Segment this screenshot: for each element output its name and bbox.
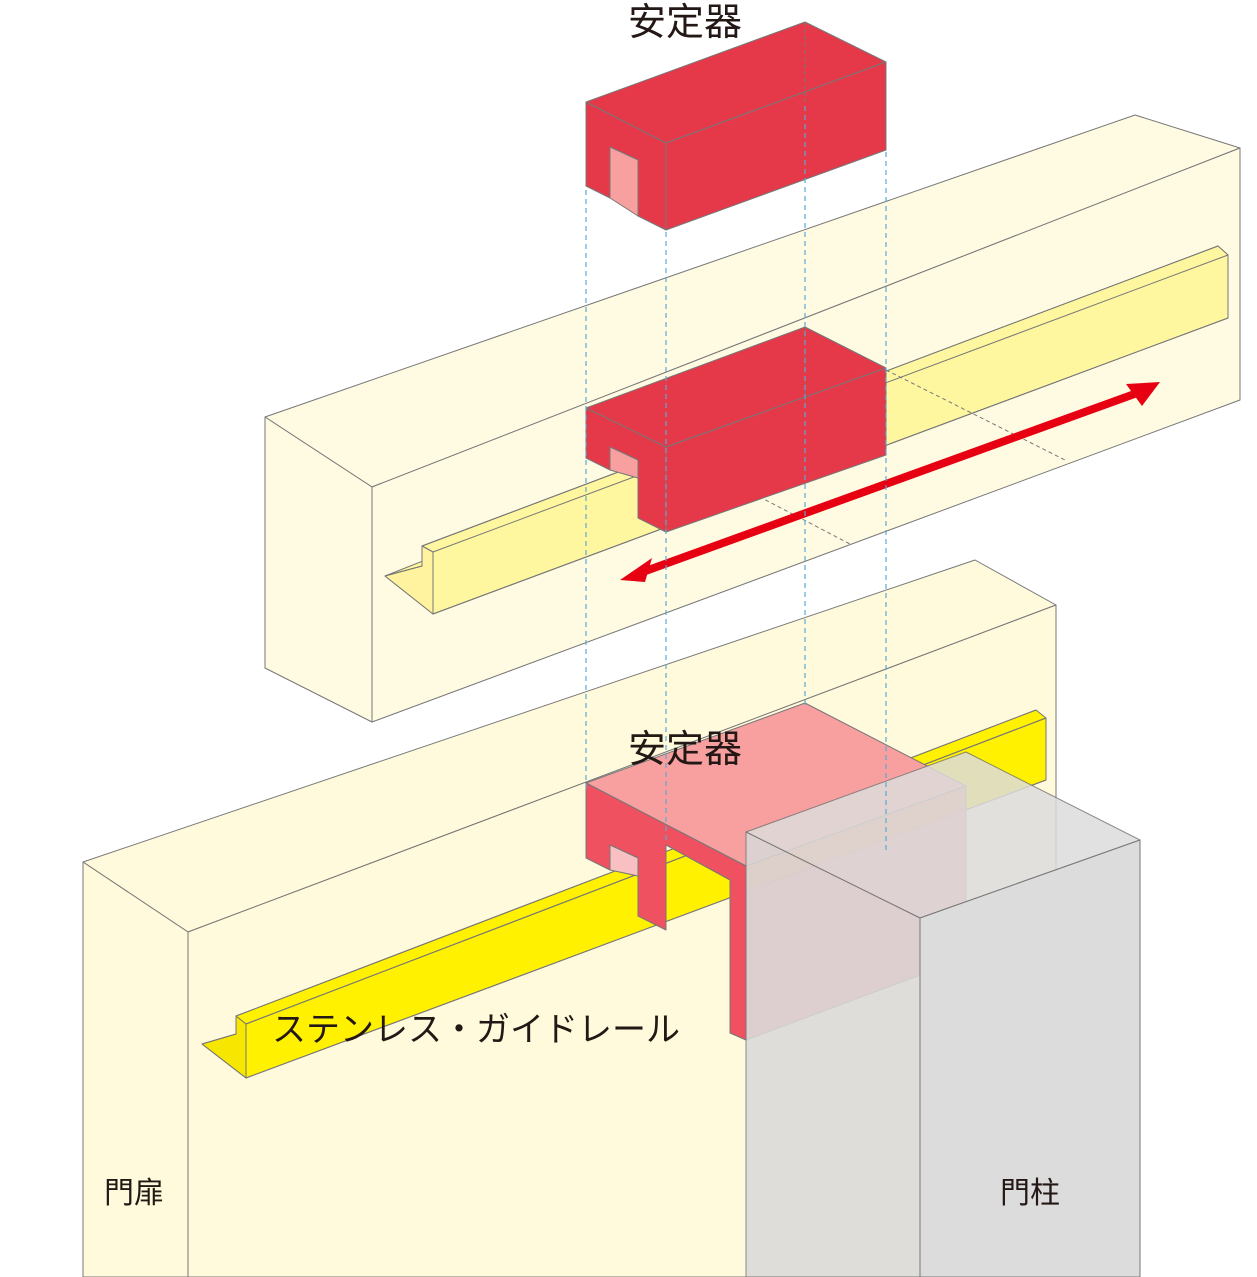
stabilizer-top-label: 安定器 [628, 0, 742, 44]
stabilizer-bottom-label: 安定器 [628, 727, 742, 771]
gate-post-right [919, 839, 1141, 1277]
floating-stabilizer [585, 21, 887, 231]
gate-post-left [745, 831, 921, 1277]
exploded-stabilizer [585, 326, 887, 533]
post-label: 門柱 [1000, 1176, 1060, 1211]
slide-direction-arrow [620, 382, 1160, 582]
floating-stabilizer-slot [609, 146, 639, 217]
exploded-door-section [264, 114, 1241, 723]
assembled-gate [82, 559, 1141, 1277]
gate-post [745, 751, 1141, 1277]
alignment-guide-lines [585, 106, 887, 850]
door-left-face [82, 861, 189, 1277]
guide-rail-label: ステンレス・ガイドレール [272, 1010, 680, 1050]
door-label: 門扉 [104, 1176, 164, 1211]
